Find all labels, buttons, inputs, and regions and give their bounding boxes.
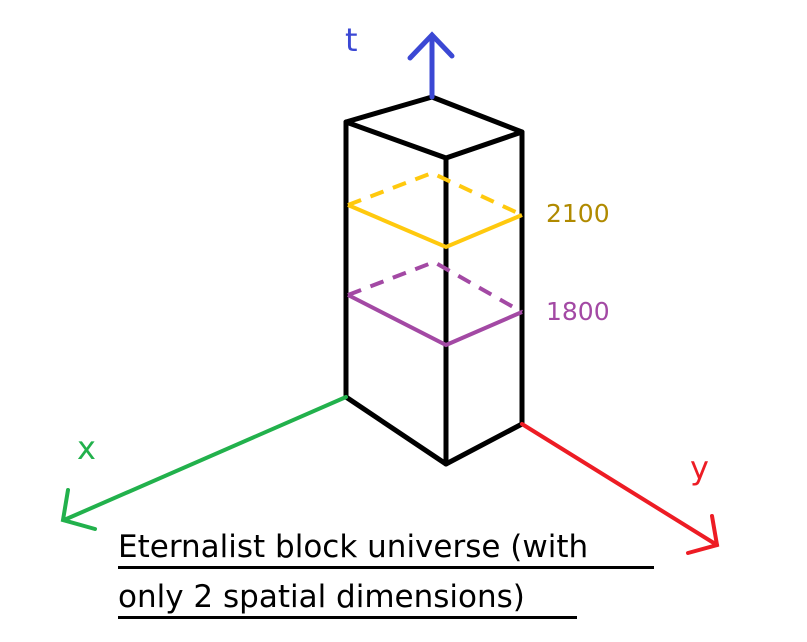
slice-2100-label: 2100	[546, 199, 610, 228]
slice-1800-front	[347, 293, 523, 348]
block	[343, 94, 525, 467]
t-axis-arrow	[407, 31, 455, 100]
slice-2100-front	[347, 203, 523, 250]
slice-1800-label: 1800	[546, 297, 610, 326]
block-bottom-edges	[343, 394, 525, 467]
t-axis-label: t	[345, 21, 358, 59]
block-top-face	[343, 94, 525, 161]
title-line-2: only 2 spatial dimensions)	[118, 580, 577, 620]
slice-1800	[347, 259, 523, 348]
x-axis-label: x	[77, 429, 96, 467]
x-axis-arrow	[60, 395, 348, 531]
y-axis-arrow	[520, 422, 720, 555]
slice-1800-back-dashed	[347, 259, 523, 314]
title-line-1: Eternalist block universe (with	[118, 530, 654, 570]
slice-2100	[347, 170, 523, 250]
y-axis-label: y	[690, 449, 709, 487]
slice-2100-back-dashed	[347, 170, 523, 217]
